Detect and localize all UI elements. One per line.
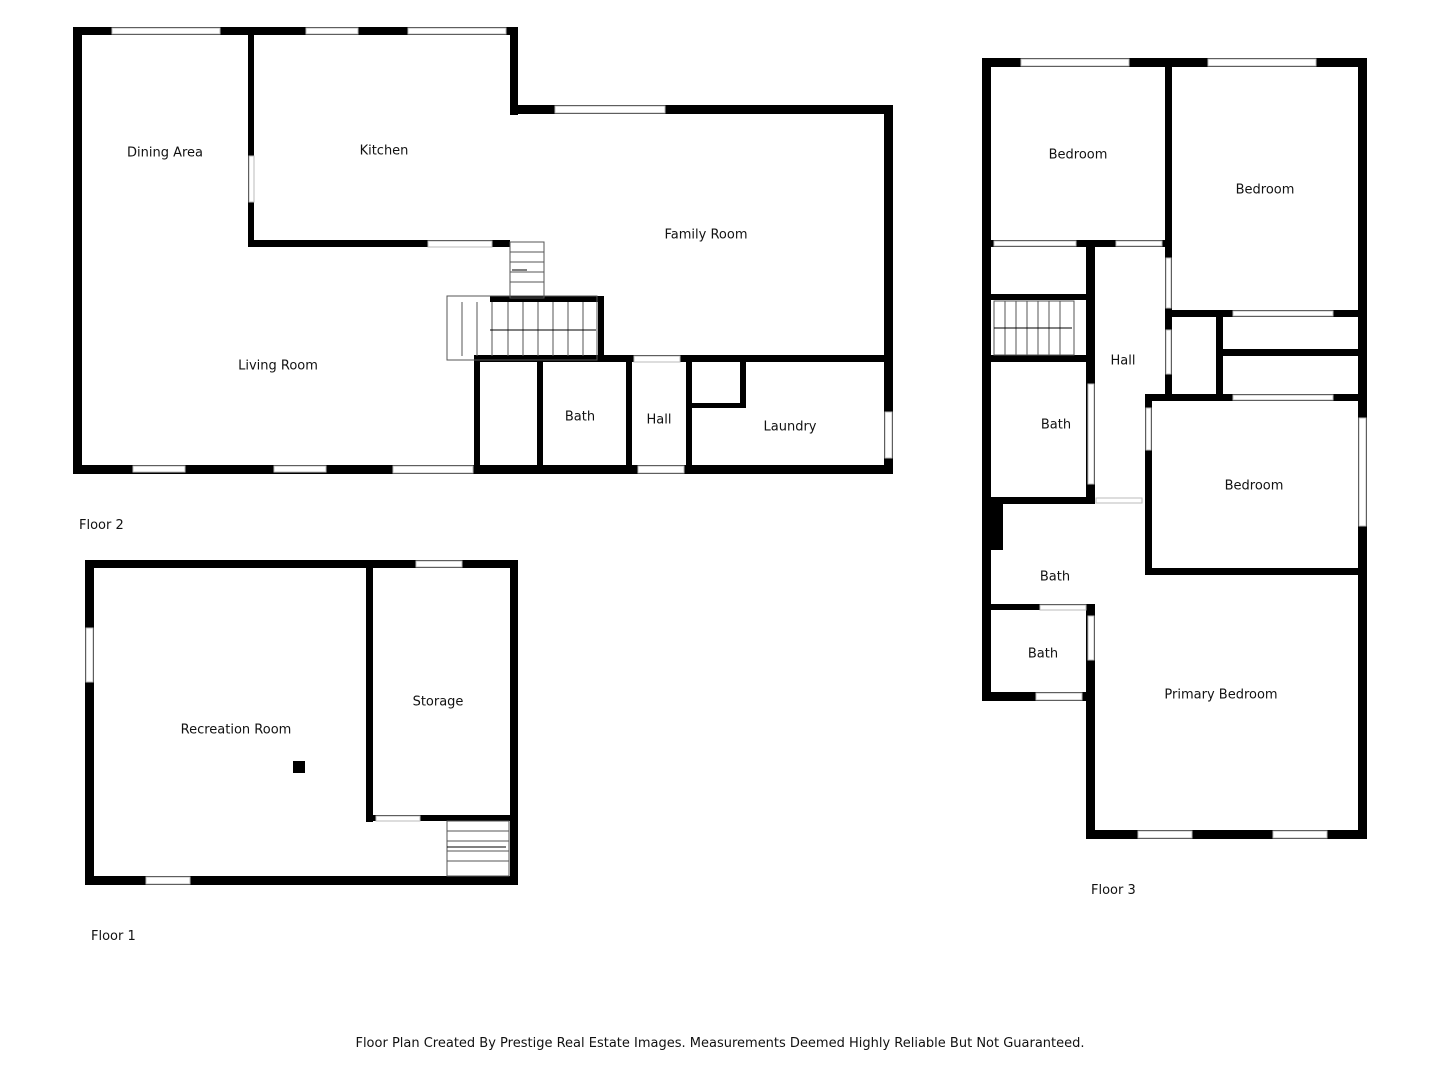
- window: [1207, 58, 1317, 67]
- staircase: [446, 820, 510, 877]
- floor-2-wall: [248, 240, 510, 247]
- room-label-living-room: Living Room: [238, 359, 318, 374]
- floor-3-wall: [1216, 349, 1359, 356]
- door-opening: [375, 815, 421, 822]
- floor-2-wall: [474, 355, 480, 469]
- door-opening: [1165, 257, 1172, 309]
- door-opening: [1232, 394, 1334, 401]
- floor-2-plan: Dining Area Kitchen Family Room Living R…: [73, 27, 893, 533]
- door-opening: [1087, 383, 1095, 485]
- floor-2-wall: [73, 27, 518, 35]
- floor-2-wall: [686, 360, 692, 468]
- door-opening: [1232, 310, 1334, 317]
- room-label-kitchen: Kitchen: [360, 144, 409, 159]
- floor-3-wall: [1086, 830, 1367, 839]
- room-label-bath: Bath: [1041, 418, 1071, 433]
- floor-1-wall: [85, 560, 518, 568]
- room-label-recreation-room: Recreation Room: [181, 723, 292, 738]
- room-label-hall: Hall: [1111, 354, 1136, 369]
- floor-3-wall: [991, 500, 1003, 550]
- floor-3-wall: [982, 58, 1367, 67]
- door-opening: [637, 465, 685, 474]
- room-label-bath: Bath: [565, 410, 595, 425]
- door-opening: [248, 155, 255, 203]
- window: [85, 627, 94, 683]
- room-label-bath: Bath: [1028, 647, 1058, 662]
- floor-3-wall: [1145, 568, 1359, 575]
- column: [293, 761, 305, 773]
- door-opening: [993, 240, 1077, 247]
- footer-disclaimer: Floor Plan Created By Prestige Real Esta…: [355, 1036, 1084, 1051]
- door-opening: [884, 411, 893, 459]
- floor-3-wall: [1086, 240, 1095, 503]
- room-label-bedroom: Bedroom: [1049, 148, 1108, 163]
- staircase: [446, 241, 598, 361]
- floor-2-wall: [73, 27, 82, 474]
- room-label-bedroom: Bedroom: [1236, 183, 1295, 198]
- floor-3-wall: [991, 497, 1095, 504]
- floor-1-plan: Recreation Room Storage Floor 1: [85, 560, 518, 944]
- door-opening: [1115, 240, 1163, 247]
- room-label-primary-bedroom: Primary Bedroom: [1164, 688, 1277, 703]
- window: [145, 876, 191, 885]
- floor-label-1: Floor 1: [91, 929, 136, 944]
- room-label-family-room: Family Room: [665, 228, 748, 243]
- floor-3-wall: [1165, 67, 1172, 397]
- floor-2-wall: [740, 360, 746, 408]
- room-label-laundry: Laundry: [764, 420, 817, 435]
- door-opening: [1145, 407, 1152, 451]
- floor-3-wall: [991, 355, 1086, 362]
- window: [1137, 830, 1193, 839]
- floor-3-wall: [1145, 394, 1152, 575]
- floor-2-wall: [537, 360, 543, 468]
- room-label-dining-area: Dining Area: [127, 146, 203, 161]
- door-opening: [1165, 329, 1172, 375]
- room-label-storage: Storage: [413, 695, 464, 710]
- floor-2-wall: [626, 360, 632, 468]
- door-opening: [633, 355, 681, 363]
- window: [132, 465, 186, 473]
- window: [305, 27, 359, 35]
- door-opening: [1035, 692, 1083, 701]
- floor-3-wall: [982, 58, 991, 701]
- door-opening: [1087, 615, 1095, 661]
- staircase: [993, 300, 1075, 356]
- floor-2-wall: [510, 27, 518, 115]
- floor-3-plan: Bedroom Bedroom Hall Bath Bedroom Bath B…: [982, 58, 1367, 898]
- floor-3-wall: [991, 294, 1086, 300]
- room-label-bath: Bath: [1040, 570, 1070, 585]
- floor-2-wall: [490, 296, 604, 302]
- floor-1-wall: [366, 815, 510, 821]
- door-opening: [1039, 604, 1087, 611]
- window: [1272, 830, 1328, 839]
- window: [273, 465, 327, 473]
- window: [1020, 58, 1130, 67]
- closet: [692, 403, 746, 408]
- window: [554, 105, 666, 114]
- floor-2-wall: [884, 105, 893, 474]
- door-opening: [415, 560, 463, 568]
- floor-1-wall: [510, 560, 518, 885]
- floor-3-wall: [991, 240, 1165, 247]
- floor-2-wall: [598, 296, 604, 360]
- room-label-bedroom: Bedroom: [1225, 479, 1284, 494]
- floor-3-wall: [1086, 605, 1095, 839]
- window: [407, 27, 507, 35]
- floor-1-wall: [85, 876, 518, 885]
- floor-label-2: Floor 2: [79, 518, 124, 533]
- floor-2-wall: [510, 105, 893, 114]
- window: [1358, 417, 1367, 527]
- door-opening: [427, 240, 493, 248]
- room-label-hall: Hall: [647, 413, 672, 428]
- floor-1-wall: [85, 560, 94, 885]
- door-opening: [1095, 497, 1143, 504]
- floor-label-3: Floor 3: [1091, 883, 1136, 898]
- door-opening: [392, 465, 474, 474]
- window: [111, 27, 221, 35]
- floor-2-wall: [248, 35, 254, 246]
- floor-1-wall: [366, 568, 373, 822]
- floor-2-wall: [73, 465, 893, 474]
